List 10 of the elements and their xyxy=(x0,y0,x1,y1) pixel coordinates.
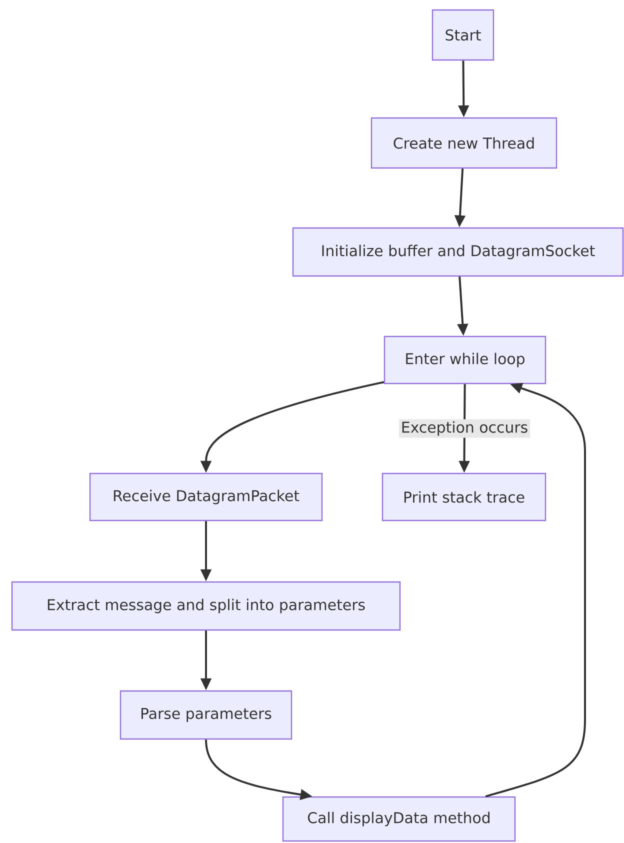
process-box: Start xyxy=(432,9,494,61)
process-box: Print stack trace xyxy=(382,472,546,522)
process-box: Initialize buffer and DatagramSocket xyxy=(292,227,624,277)
process-box: Receive DatagramPacket xyxy=(89,472,323,522)
process-box: Extract message and split into parameters xyxy=(11,581,401,631)
edge-label: Exception occurs xyxy=(398,419,530,438)
process-box: Create new Thread xyxy=(370,117,558,169)
process-box: Call displayData method xyxy=(282,796,516,842)
process-box: Enter while loop xyxy=(384,336,546,384)
process-box: Parse parameters xyxy=(120,690,292,740)
